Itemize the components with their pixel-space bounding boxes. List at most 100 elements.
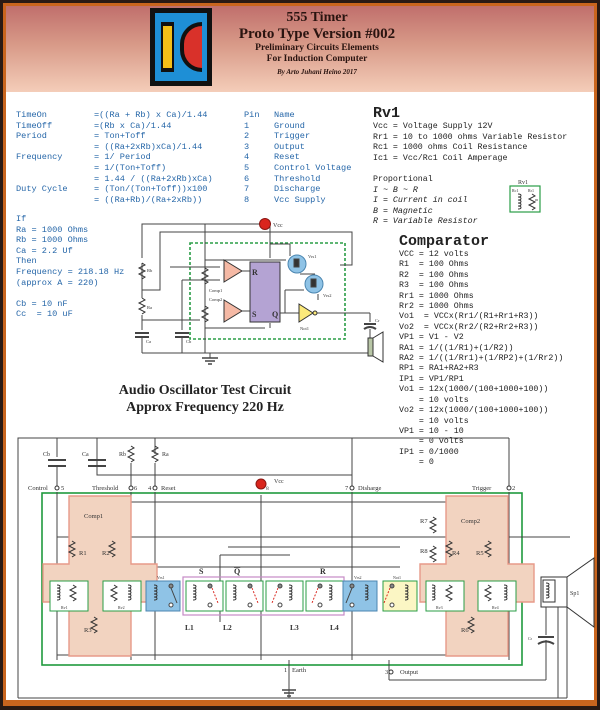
ic-logo-icon (150, 8, 212, 86)
formula-line: = 1.44 / ((Ra+2xRb)xCa) (16, 174, 213, 185)
svg-text:Rv3: Rv3 (436, 605, 443, 610)
svg-text:Rv1: Rv1 (518, 180, 528, 186)
svg-text:R4: R4 (452, 550, 460, 557)
audio-oscillator-title: Audio Oscillator Test Circuit Approx Fre… (95, 382, 315, 416)
svg-text:L3: L3 (290, 623, 299, 632)
comparator-line: Vo1 = 12x(1000/(100+1000+100)) (399, 385, 549, 395)
author-credit: By Arto Juhani Heino 2017 (277, 68, 357, 76)
svg-text:R: R (252, 268, 258, 277)
pin-row: 7 Discharge (244, 184, 351, 195)
comparator-line: R2 = 100 Ohms (399, 270, 469, 280)
svg-text:6: 6 (134, 485, 138, 492)
svg-text:R7: R7 (420, 518, 428, 525)
rv1-line: Rc1 = 1000 ohms Coil Resistance (373, 143, 528, 153)
formula-name: TimeOff (16, 120, 53, 131)
formula-name: Duty Cycle (16, 184, 68, 195)
comparator-line: VCC = 12 volts (399, 250, 469, 259)
formula-expr: = (Ton/(Ton+Toff))x100 (94, 184, 208, 195)
svg-text:7: 7 (345, 485, 349, 492)
svg-text:R6: R6 (461, 627, 469, 634)
svg-text:Rv2: Rv2 (118, 605, 125, 610)
svg-text:Ca: Ca (146, 339, 151, 344)
svg-text:Comp2: Comp2 (461, 518, 480, 525)
proportional-line: I = Current in coil (373, 196, 468, 206)
pin-discharge-label: Disharge (358, 485, 381, 492)
svg-text:Sp1: Sp1 (570, 591, 579, 597)
svg-text:Vrs2: Vrs2 (354, 575, 362, 580)
audio-oscillator-labels: Control 5 Threshold 6 4 Reset 8 Vcc 7 Di… (28, 452, 579, 676)
proportional-line: B = Magnetic (373, 206, 433, 216)
formula-line: Period= Ton+Toff (16, 131, 213, 142)
given-line: Frequency = 218.18 Hz (16, 266, 125, 277)
comparator-line: RA2 = 1/((1/Rr1)+(1/RP2)+(1/Rr2)) (399, 354, 564, 364)
svg-text:Vrs2: Vrs2 (323, 293, 331, 298)
audio-title-line2: Approx Frequency 220 Hz (126, 400, 284, 415)
formula-expr: =((Ra + Rb) x Ca)/1.44 (94, 110, 208, 120)
comparator-line: R1 = 100 Ohms (399, 260, 469, 270)
rv1-line: Rr1 = 10 to 1000 ohms Variable Resistor (373, 132, 568, 142)
svg-text:L1: L1 (185, 623, 194, 632)
pin-number: 1 (244, 120, 250, 131)
formula-expr: = ((Ra+2xRb)xCa)/1.44 (94, 141, 203, 152)
comparator-line: R3 = 100 Ohms (399, 281, 469, 291)
pin-name: Ground (274, 120, 305, 131)
comparator-line: RP1 = RA1+RA2+R3 (399, 364, 479, 374)
given-line: Then (16, 256, 37, 267)
svg-text:Ca: Ca (82, 452, 89, 458)
svg-text:S: S (199, 567, 204, 576)
svg-text:Vcc: Vcc (273, 223, 283, 229)
formula-line: TimeOff =(Rb x Ca)/1.44 (16, 121, 213, 132)
svg-text:Comp1: Comp1 (84, 513, 103, 520)
proportional-line: Proportional (373, 175, 433, 184)
given-line: Ca = 2.2 Uf (16, 245, 73, 256)
pin-control-label: Control (28, 485, 48, 492)
pin-trigger-label: Trigger (472, 485, 492, 492)
pin-name: Trigger (274, 131, 311, 142)
svg-text:8: 8 (266, 486, 269, 492)
comparator-heading: Comparator (399, 233, 490, 250)
pin-number: 4 (244, 152, 250, 163)
small-555-circuit (135, 223, 384, 365)
pin-name: Discharge (274, 184, 321, 195)
header-banner (6, 6, 594, 92)
rv1-heading: Rv1 (373, 105, 401, 122)
pin-earth-label: Earth (292, 667, 307, 674)
comparator-line: IP1 = 0/1000 (399, 447, 459, 457)
audio-oscillator-circuit (17, 437, 595, 699)
formula-name: Frequency (16, 152, 63, 163)
svg-text:Rv4: Rv4 (492, 605, 499, 610)
svg-text:Not1: Not1 (300, 326, 309, 331)
pin-threshold-label: Threshold (92, 485, 119, 492)
pin-number: 6 (244, 173, 250, 184)
svg-text:R2: R2 (102, 550, 110, 557)
pin-number: 7 (244, 184, 250, 195)
rv1-line: Ic1 = Vcc/Rc1 Coil Amperage (373, 153, 508, 163)
svg-text:Ra: Ra (162, 452, 169, 458)
svg-text:Vrs1: Vrs1 (308, 254, 316, 259)
given-line: Ra = 1000 Ohms (16, 224, 89, 235)
formula-expr: =(Rb x Ca)/1.44 (94, 120, 172, 131)
svg-text:3: 3 (385, 669, 388, 676)
given-line: If (16, 214, 27, 224)
pin-number: 2 (244, 131, 250, 142)
comparator-line: Vo2 = 12x(1000/(100+1000+100)) (399, 406, 549, 416)
pin-number: 3 (244, 141, 250, 152)
given-line: Rb = 1000 Ohms (16, 235, 89, 246)
svg-text:S: S (252, 310, 257, 319)
svg-text:Comp1: Comp1 (209, 288, 222, 293)
rv1-line: Vcc = Voltage Supply 12V (373, 122, 493, 131)
pin-row: 2 Trigger (244, 131, 351, 142)
given-line: Cb = 10 nF (16, 298, 68, 309)
pin-number: 5 (244, 162, 250, 173)
pin-row: 1 Ground (244, 121, 351, 132)
formula-expr: = ((Ra+Rb)/(Ra+2xRb)) (94, 194, 203, 205)
svg-text:R8: R8 (420, 548, 428, 555)
pin-name: Vcc Supply (274, 194, 326, 205)
svg-text:Rv1: Rv1 (61, 605, 68, 610)
